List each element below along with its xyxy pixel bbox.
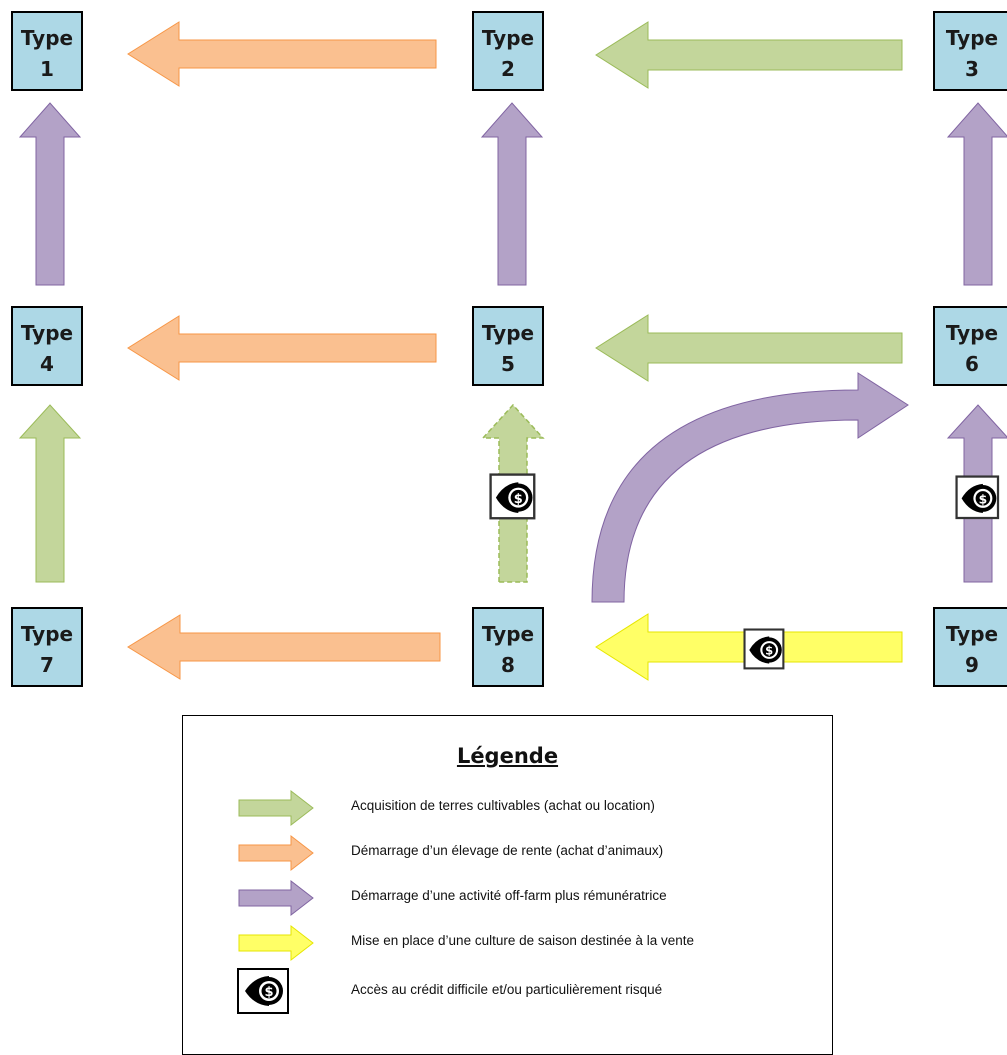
legend-label-livestock: Démarrage d’un élevage de rente (achat d…: [351, 843, 664, 858]
type-box-6-word: Type: [946, 321, 998, 345]
type-box-6: Type 6: [933, 306, 1007, 386]
legend-item-land: Acquisition de terres cultivables (achat…: [183, 788, 832, 828]
type-box-9-number: 9: [965, 653, 979, 677]
type-box-9: Type 9: [933, 607, 1007, 687]
type-box-8-word: Type: [482, 622, 534, 646]
type-box-2-number: 2: [501, 57, 515, 81]
arrow-type7-to-type4: [18, 404, 82, 583]
type-box-6-number: 6: [965, 352, 979, 376]
legend-item-offfarm: Démarrage d’une activité off-farm plus r…: [183, 878, 832, 918]
arrow-type4-to-type1: [18, 102, 82, 286]
eye-dollar-icon: $: [237, 968, 289, 1014]
credit-risk-icon-type9-to-type6: [955, 475, 1000, 520]
type-box-7: Type 7: [11, 607, 83, 687]
legend-label-cash-crop: Mise en place d’une culture de saison de…: [351, 933, 694, 948]
arrow-type6-to-type5: [595, 314, 903, 382]
legend-title: Légende: [456, 744, 559, 768]
purple-arrow-icon: [238, 879, 314, 917]
orange-arrow-icon: [238, 834, 314, 872]
arrow-type5-to-type4: [127, 315, 437, 381]
arrow-type3-to-type2: [595, 21, 903, 89]
type-box-1-word: Type: [21, 26, 73, 50]
type-box-1-number: 1: [40, 57, 54, 81]
type-box-3: Type 3: [933, 11, 1007, 91]
type-box-2-word: Type: [482, 26, 534, 50]
yellow-arrow-icon: [238, 924, 314, 962]
legend-item-credit: $ Accès au crédit difficile et/ou partic…: [183, 968, 832, 1016]
type-box-3-number: 3: [965, 57, 979, 81]
type-box-1: Type 1: [11, 11, 83, 91]
type-box-5-number: 5: [501, 352, 515, 376]
type-box-4-number: 4: [40, 352, 54, 376]
type-box-5: Type 5: [472, 306, 544, 386]
arrow-type5-to-type2: [480, 102, 544, 286]
legend: Légende Acquisition de terres cultivable…: [182, 715, 833, 1055]
type-box-7-word: Type: [21, 622, 73, 646]
arrow-type8-to-type6: [591, 372, 909, 603]
legend-label-offfarm: Démarrage d’une activité off-farm plus r…: [351, 888, 667, 903]
transition-diagram: $ Type 1 Type 2 Type 3 Type 4 Type: [11, 11, 1007, 687]
svg-text:$: $: [264, 985, 273, 1000]
arrow-type8-to-type7: [127, 614, 441, 680]
credit-risk-icon-type8-to-type5: [489, 473, 536, 520]
type-box-8-number: 8: [501, 653, 515, 677]
type-box-7-number: 7: [40, 653, 54, 677]
legend-label-credit: Accès au crédit difficile et/ou particul…: [351, 982, 663, 997]
type-box-2: Type 2: [472, 11, 544, 91]
type-box-4: Type 4: [11, 306, 83, 386]
arrow-type2-to-type1: [127, 21, 437, 87]
green-arrow-icon: [238, 789, 314, 827]
arrow-type6-to-type3: [946, 102, 1007, 286]
type-box-9-word: Type: [946, 622, 998, 646]
type-box-4-word: Type: [21, 321, 73, 345]
type-box-3-word: Type: [946, 26, 998, 50]
legend-item-livestock: Démarrage d’un élevage de rente (achat d…: [183, 833, 832, 873]
type-box-8: Type 8: [472, 607, 544, 687]
credit-risk-icon-type9-to-type8: [743, 628, 785, 670]
legend-label-land: Acquisition de terres cultivables (achat…: [351, 798, 655, 813]
legend-item-cash-crop: Mise en place d’une culture de saison de…: [183, 923, 832, 963]
type-box-5-word: Type: [482, 321, 534, 345]
